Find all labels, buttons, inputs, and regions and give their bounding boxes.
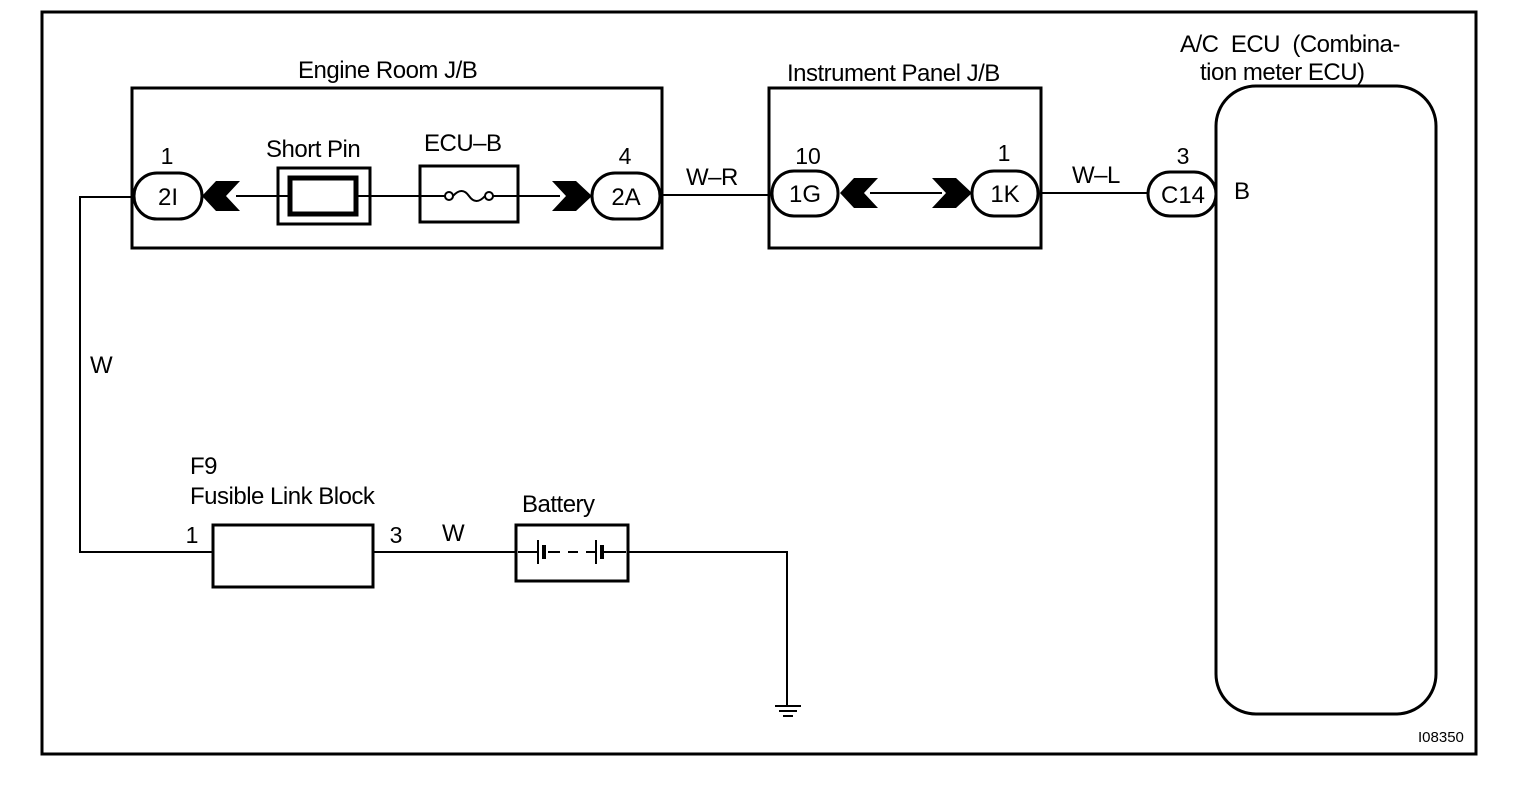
engine-room-jb-box xyxy=(130,86,664,250)
engine-room-jb-title: Engine Room J/B xyxy=(298,57,477,84)
wire-label-w-r: W–R xyxy=(686,164,738,191)
short-pin-label: Short Pin xyxy=(266,136,360,163)
fusible-link-box xyxy=(211,523,375,589)
fuse-ecu-b-box xyxy=(418,164,520,224)
connector-2a-label: 2A xyxy=(611,184,640,211)
wire-label-w-l: W–L xyxy=(1072,162,1120,189)
instrument-panel-jb-box xyxy=(767,86,1043,250)
ecu-box xyxy=(1214,84,1438,716)
figure-id: I08350 xyxy=(1418,729,1464,746)
battery-icon xyxy=(518,540,626,564)
connector-1k-label: 1K xyxy=(990,181,1019,208)
pin-2i: 1 xyxy=(161,143,174,169)
fusible-link-pin-in: 1 xyxy=(186,522,199,548)
instrument-panel-jb-title: Instrument Panel J/B xyxy=(787,60,1000,87)
short-pin-outer xyxy=(276,166,372,226)
ecu-title-line2: tion meter ECU) xyxy=(1200,59,1365,86)
connector-c14 xyxy=(1146,170,1218,218)
connector-1g xyxy=(770,169,840,218)
connector-1g-label: 1G xyxy=(789,181,821,208)
wire-w-left xyxy=(79,196,213,553)
chevron-right-icon xyxy=(932,178,972,208)
ground-icon xyxy=(775,705,801,717)
fusible-link-pin-out: 3 xyxy=(390,522,403,548)
wire-label-w-left: W xyxy=(90,352,113,379)
fusible-link-name: Fusible Link Block xyxy=(190,483,376,510)
fusible-link-code: F9 xyxy=(190,453,217,480)
ecu-terminal-b: B xyxy=(1234,178,1250,205)
pin-2a: 4 xyxy=(619,143,632,169)
fuse-ecu-b-label: ECU–B xyxy=(424,130,502,157)
pin-1g: 10 xyxy=(795,143,821,169)
chevron-left-icon xyxy=(840,178,878,208)
connector-2i-label: 2I xyxy=(158,184,178,211)
connector-2a xyxy=(590,171,662,221)
pin-1k: 1 xyxy=(998,140,1011,166)
battery-box xyxy=(514,523,630,583)
diagram-frame xyxy=(40,10,1478,756)
chevron-right-icon xyxy=(552,181,592,211)
battery-label: Battery xyxy=(522,491,595,518)
wire-ground xyxy=(628,551,788,706)
short-pin-inner xyxy=(287,175,359,217)
chevron-left-icon xyxy=(202,181,240,211)
fuse-icon xyxy=(422,186,516,206)
connector-c14-label: C14 xyxy=(1161,182,1205,209)
connector-1k xyxy=(970,169,1040,218)
pin-c14: 3 xyxy=(1177,143,1190,169)
wire-label-w-battery: W xyxy=(442,520,465,547)
ecu-title-line1: A/C ECU (Combina- xyxy=(1180,31,1400,58)
